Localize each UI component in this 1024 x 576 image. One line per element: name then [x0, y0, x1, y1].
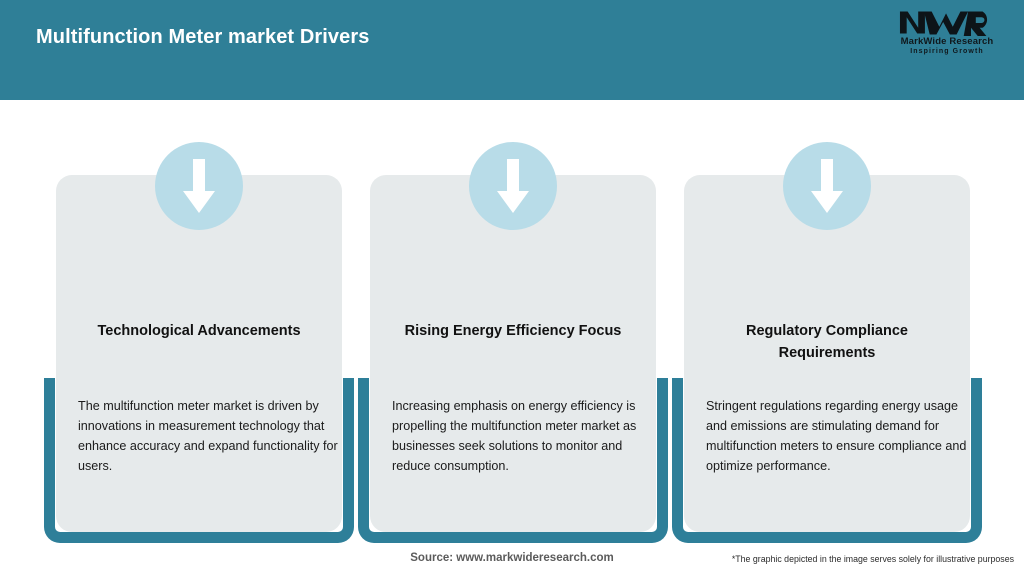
card-icon-circle [155, 142, 243, 230]
card-body-text: Stringent regulations regarding energy u… [706, 399, 967, 473]
driver-card-2: Rising Energy Efficiency Focus Increasin… [358, 100, 668, 543]
card-accent-bracket [358, 378, 668, 543]
logo-company-name: MarkWide Research [900, 36, 994, 47]
logo-tagline: Inspiring Growth [910, 47, 984, 55]
header-bar: Multifunction Meter market Drivers MarkW… [0, 0, 1024, 100]
arrow-down-icon [182, 157, 216, 215]
brand-logo: MarkWide Research Inspiring Growth [888, 8, 1006, 62]
driver-card-1: Technological Advancements The multifunc… [44, 100, 354, 543]
card-accent-bracket [44, 378, 354, 543]
card-title: Rising Energy Efficiency Focus [404, 323, 622, 339]
arrow-down-icon [810, 157, 844, 215]
card-title: Regulatory Compliance Requirements [746, 323, 908, 362]
card-icon-circle [783, 142, 871, 230]
card-title: Technological Advancements [97, 323, 301, 339]
page-title: Multifunction Meter market Drivers [36, 26, 370, 48]
driver-card-3: Regulatory Compliance Requirements Strin… [672, 100, 982, 543]
disclaimer-note: *The graphic depicted in the image serve… [731, 554, 1014, 564]
arrow-down-icon [496, 157, 530, 215]
card-accent-bracket [672, 378, 982, 543]
card-body-text: The multifunction meter market is driven… [78, 399, 338, 473]
drivers-card-row: Technological Advancements The multifunc… [0, 100, 1024, 543]
card-panel: Technological Advancements The multifunc… [56, 175, 342, 532]
card-body-text: Increasing emphasis on energy efficiency… [392, 399, 637, 473]
card-panel: Regulatory Compliance Requirements Strin… [684, 175, 970, 532]
card-panel: Rising Energy Efficiency Focus Increasin… [370, 175, 656, 532]
card-icon-circle [469, 142, 557, 230]
source-label: Source: www.markwideresearch.com [410, 552, 614, 564]
mwr-monogram-icon [899, 8, 995, 36]
